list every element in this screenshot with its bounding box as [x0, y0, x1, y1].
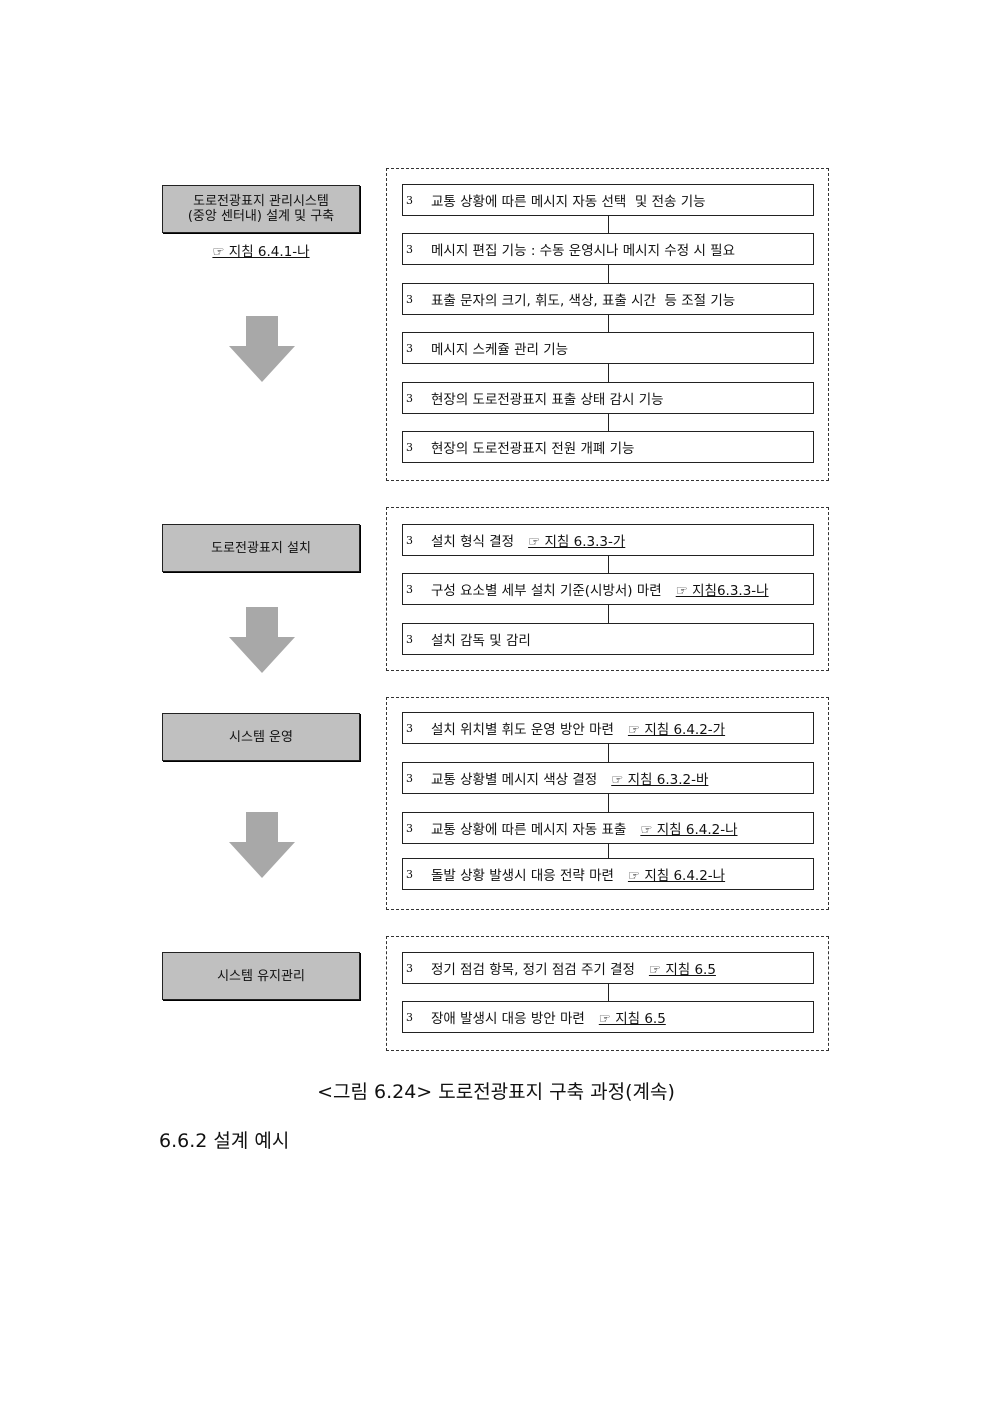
task-item: 3 표출 문자의 크기, 휘도, 색상, 표출 시간 등 조절 기능	[402, 283, 814, 315]
bullet-marker: 3	[406, 867, 413, 881]
task-text: 교통 상황에 따른 메시지 자동 선택 및 전송 기능	[431, 194, 706, 210]
bullet-marker: 3	[406, 632, 413, 646]
down-arrow-icon	[229, 812, 295, 878]
connector-line	[608, 315, 609, 332]
bullet-marker: 3	[406, 821, 413, 835]
guideline-reference: ☞ 지침 6.4.2-나	[640, 822, 738, 838]
task-text: 돌발 상황 발생시 대응 전략 마련	[431, 868, 614, 884]
task-text: 교통 상황에 따른 메시지 자동 표출	[431, 822, 627, 838]
stage-guideline-reference: ☞ 지침 6.4.1-나	[212, 244, 310, 260]
bullet-marker: 3	[406, 771, 413, 785]
connector-line	[608, 364, 609, 382]
connector-line	[608, 744, 609, 762]
task-item: 3 설치 위치별 휘도 운영 방안 마련 ☞ 지침 6.4.2-가	[402, 712, 814, 744]
step-group-box	[386, 936, 829, 1051]
task-item: 3 교통 상황에 따른 메시지 자동 선택 및 전송 기능	[402, 184, 814, 216]
step-group-box	[386, 507, 829, 671]
stage-box: 도로전광표지 관리시스템 (중앙 센터내) 설계 및 구축	[162, 185, 360, 233]
guideline-reference: ☞ 지침 6.4.2-가	[627, 722, 726, 738]
bullet-marker: 3	[406, 341, 413, 355]
guideline-reference: ☞ 지침 6.5	[598, 1011, 666, 1027]
task-text: 설치 위치별 휘도 운영 방안 마련	[431, 722, 614, 738]
bullet-marker: 3	[406, 193, 413, 207]
guideline-reference: ☞ 지침6.3.3-나	[675, 583, 769, 599]
connector-line	[608, 556, 609, 573]
task-text: 표출 문자의 크기, 휘도, 색상, 표출 시간 등 조절 기능	[431, 293, 736, 309]
section-heading: 6.6.2 설계 예시	[159, 1130, 290, 1152]
down-arrow-icon	[229, 316, 295, 382]
stage-box: 시스템 운영	[162, 713, 360, 761]
connector-line	[608, 216, 609, 233]
bullet-marker: 3	[406, 391, 413, 405]
task-text: 메시지 스케쥴 관리 기능	[431, 342, 569, 358]
connector-line	[608, 265, 609, 283]
guideline-reference: ☞ 지침 6.3.3-가	[528, 534, 626, 550]
bullet-marker: 3	[406, 1010, 413, 1024]
stage-label: 도로전광표지 설치	[211, 540, 311, 556]
task-text: 장애 발생시 대응 방안 마련	[431, 1011, 585, 1027]
connector-line	[608, 414, 609, 431]
stage-label: 시스템 운영	[229, 729, 293, 745]
step-group-box	[386, 697, 829, 910]
step-group-box	[386, 168, 829, 481]
guideline-reference: ☞ 지침 6.4.2-나	[627, 868, 726, 884]
task-text: 구성 요소별 세부 설치 기준(시방서) 마련	[431, 583, 662, 599]
guideline-reference: ☞ 지침 6.5	[648, 962, 716, 978]
stage-box: 시스템 유지관리	[162, 952, 360, 1000]
task-item: 3 메시지 편집 기능 : 수동 운영시나 메시지 수정 시 필요	[402, 233, 814, 265]
bullet-marker: 3	[406, 721, 413, 735]
stage-label: 도로전광표지 관리시스템 (중앙 센터내) 설계 및 구축	[187, 194, 335, 224]
bullet-marker: 3	[406, 440, 413, 454]
task-item: 3 현장의 도로전광표지 표출 상태 감시 기능	[402, 382, 814, 414]
task-text: 교통 상황별 메시지 색상 결정	[431, 772, 598, 788]
connector-line	[608, 605, 609, 623]
task-item: 3 구성 요소별 세부 설치 기준(시방서) 마련 ☞ 지침6.3.3-나	[402, 573, 814, 605]
stage-box: 도로전광표지 설치	[162, 524, 360, 572]
figure-caption: <그림 6.24> 도로전광표지 구축 과정(계속)	[317, 1081, 675, 1103]
guideline-reference: ☞ 지침 6.3.2-바	[611, 772, 709, 788]
task-item: 3 현장의 도로전광표지 전원 개폐 기능	[402, 431, 814, 463]
task-text: 설치 감독 및 감리	[431, 633, 531, 649]
task-item: 3 교통 상황에 따른 메시지 자동 표출 ☞ 지침 6.4.2-나	[402, 812, 814, 844]
task-text: 메시지 편집 기능 : 수동 운영시나 메시지 수정 시 필요	[431, 243, 735, 259]
bullet-marker: 3	[406, 533, 413, 547]
stage-label: 시스템 유지관리	[217, 968, 305, 984]
task-item: 3 메시지 스케쥴 관리 기능	[402, 332, 814, 364]
connector-line	[608, 794, 609, 812]
task-item: 3 교통 상황별 메시지 색상 결정 ☞ 지침 6.3.2-바	[402, 762, 814, 794]
task-item: 3 정기 점검 항목, 정기 점검 주기 결정 ☞ 지침 6.5	[402, 952, 814, 984]
task-text: 현장의 도로전광표지 표출 상태 감시 기능	[431, 392, 664, 408]
task-item: 3 설치 형식 결정 ☞ 지침 6.3.3-가	[402, 524, 814, 556]
bullet-marker: 3	[406, 292, 413, 306]
task-text: 정기 점검 항목, 정기 점검 주기 결정	[431, 962, 635, 978]
bullet-marker: 3	[406, 582, 413, 596]
bullet-marker: 3	[406, 242, 413, 256]
down-arrow-icon	[229, 607, 295, 673]
task-item: 3 설치 감독 및 감리	[402, 623, 814, 655]
connector-line	[608, 984, 609, 1001]
task-text: 현장의 도로전광표지 전원 개폐 기능	[431, 441, 635, 457]
connector-line	[608, 844, 609, 858]
task-item: 3 돌발 상황 발생시 대응 전략 마련 ☞ 지침 6.4.2-나	[402, 858, 814, 890]
bullet-marker: 3	[406, 961, 413, 975]
task-text: 설치 형식 결정	[431, 534, 515, 550]
task-item: 3 장애 발생시 대응 방안 마련 ☞ 지침 6.5	[402, 1001, 814, 1033]
